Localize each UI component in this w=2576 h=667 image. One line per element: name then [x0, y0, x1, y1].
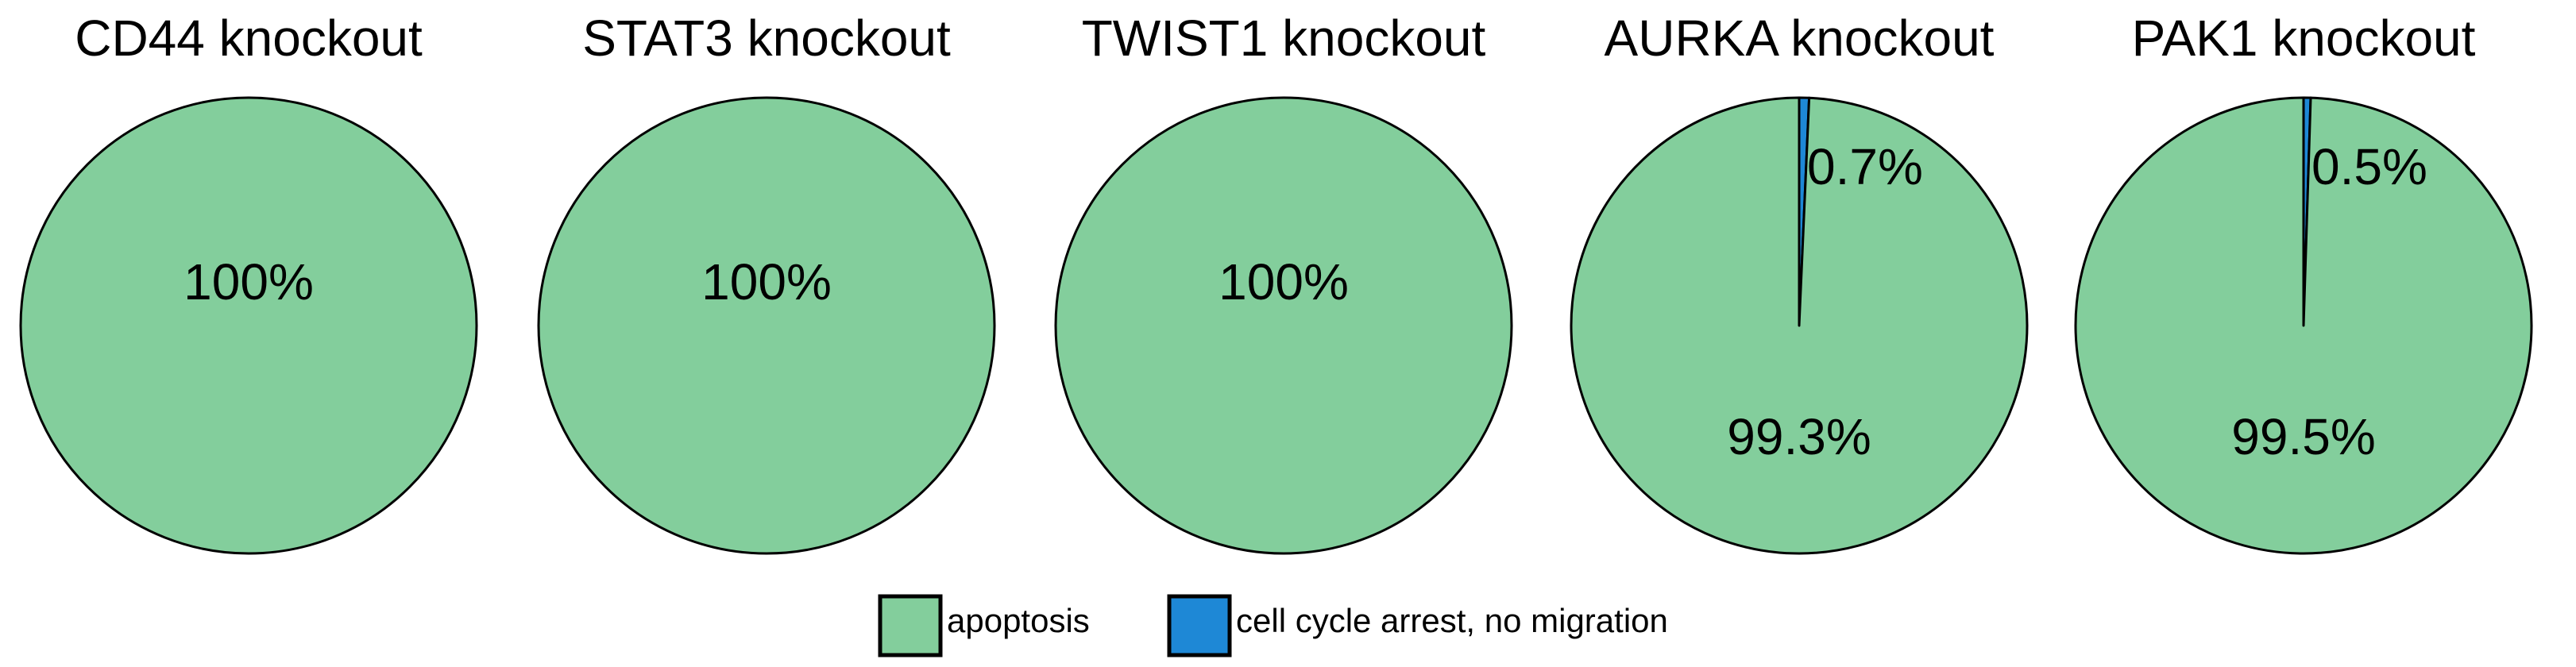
slice-label: 100%: [183, 253, 314, 310]
pie-twist1: TWIST1 knockout 100%: [1054, 10, 1513, 555]
pie-aurka: AURKA knockout 0.7% 99.3%: [1570, 10, 2029, 555]
slice-label: 100%: [1218, 253, 1349, 310]
legend-label: apoptosis: [947, 602, 1090, 639]
pie-slice-apoptosis: [1570, 96, 2029, 555]
pie-title: TWIST1 knockout: [1082, 10, 1486, 67]
pie-cd44: CD44 knockout 100%: [19, 10, 478, 555]
slice-label: 0.5%: [2311, 138, 2427, 195]
legend: apoptosis cell cycle arrest, no migration: [878, 594, 1668, 657]
pie-title: STAT3 knockout: [582, 10, 951, 67]
legend-swatch-cell-cycle-arrest-no-migration: [1167, 594, 1232, 657]
pie-slice-apoptosis: [19, 96, 478, 555]
legend-swatch-apoptosis: [878, 594, 943, 657]
slice-label: 100%: [701, 253, 832, 310]
slice-label: 99.3%: [1727, 408, 1871, 465]
pie-title: CD44 knockout: [75, 10, 423, 67]
pie-pak1: PAK1 knockout 0.5% 99.5%: [2074, 10, 2533, 555]
pie-title: PAK1 knockout: [2132, 10, 2476, 67]
pie-slice-apoptosis: [537, 96, 996, 555]
legend-label: cell cycle arrest, no migration: [1236, 602, 1668, 639]
pie-slice-apoptosis: [1054, 96, 1513, 555]
pie-slice-apoptosis: [2074, 96, 2533, 555]
slice-label: 99.5%: [2231, 408, 2375, 465]
slice-label: 0.7%: [1807, 138, 1923, 195]
pie-title: AURKA knockout: [1605, 10, 1995, 67]
pie-stat3: STAT3 knockout 100%: [537, 10, 996, 555]
